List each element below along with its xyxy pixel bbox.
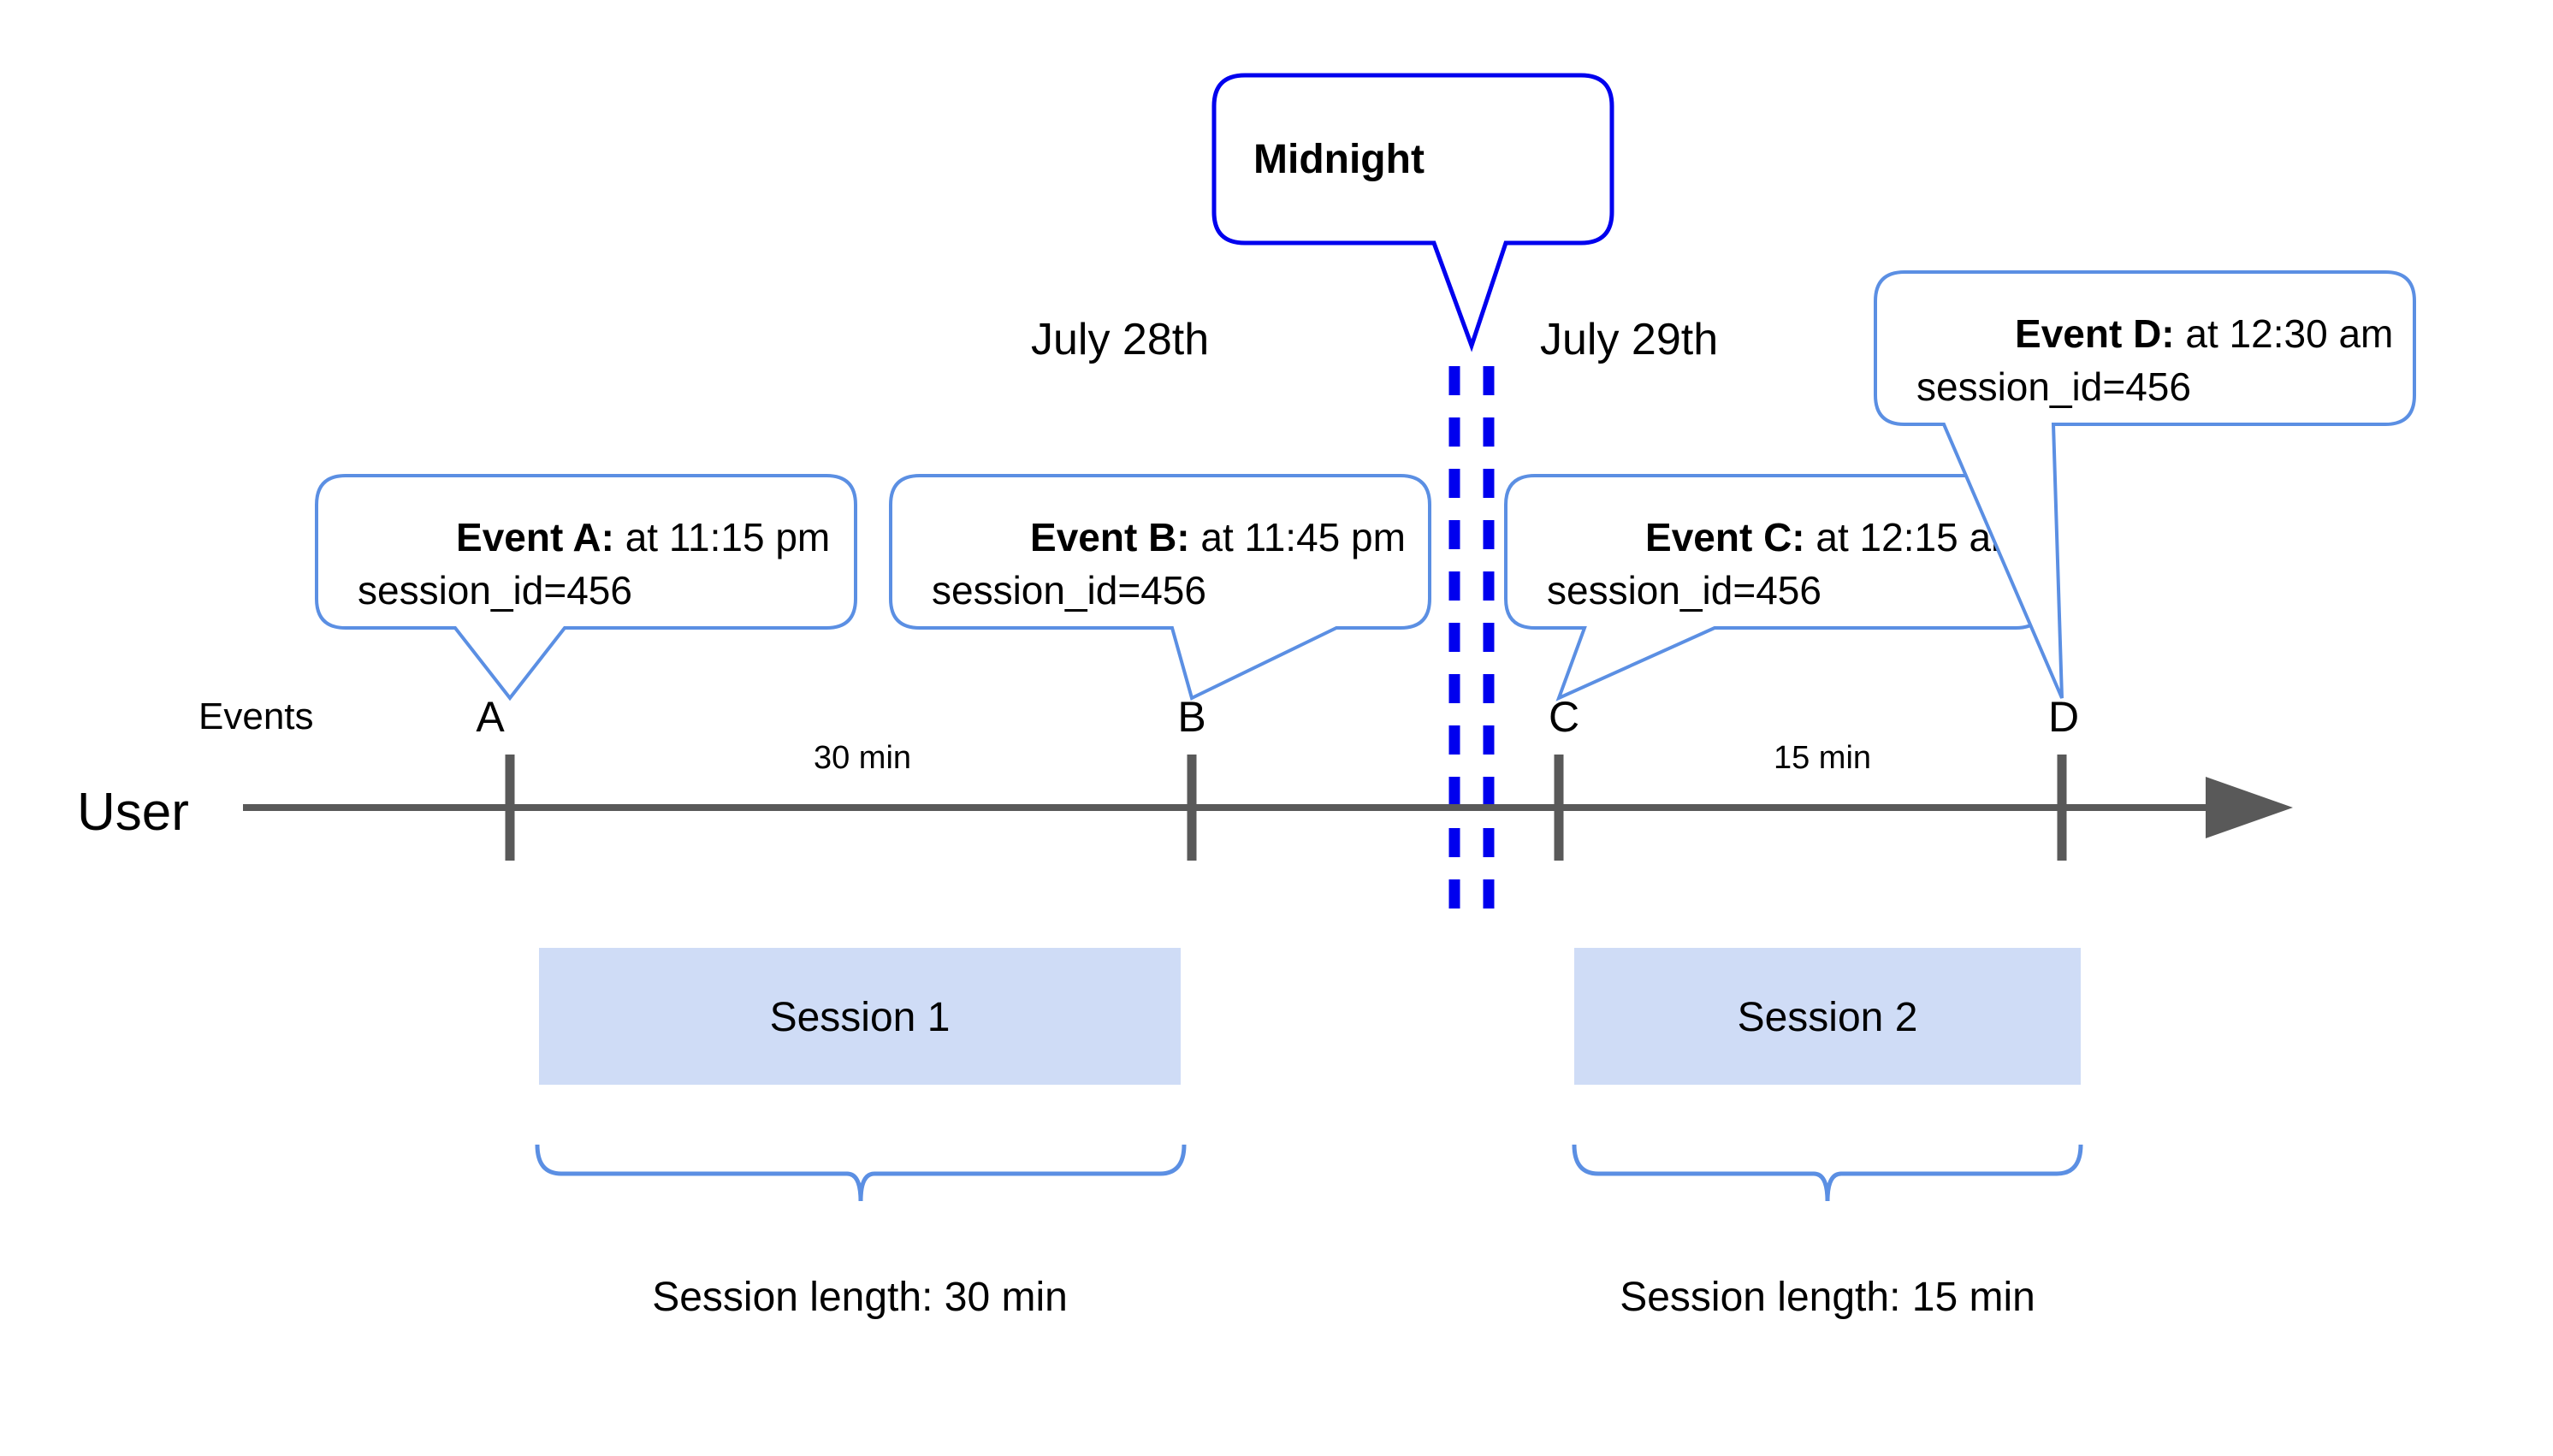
event-callout-a-line2: session_id=456 — [358, 568, 632, 613]
session-bar-2-label: Session 2 — [1738, 995, 1918, 1040]
event-callout-c[interactable]: Event C: at 12:15 am session_id=456 — [1504, 474, 2100, 701]
midnight-divider — [1448, 366, 1495, 922]
event-callout-d-rest: at 12:30 am — [2175, 311, 2394, 356]
session-bar-2[interactable]: Session 2 — [1574, 948, 2081, 1085]
marker-label-b: B — [1177, 693, 1205, 741]
session-length-1: Session length: 30 min — [535, 1144, 1187, 1320]
date-label-july-28: July 28th — [1031, 315, 1209, 364]
events-lane-label: Events — [198, 695, 314, 737]
date-label-july-29: July 29th — [1540, 315, 1718, 364]
event-callout-b-line1: Event B: at 11:45 pm — [932, 515, 1482, 559]
user-lane-label: User — [77, 783, 189, 842]
session-bar-1-label: Session 1 — [770, 995, 951, 1040]
session-bar-2-rect — [1574, 948, 2081, 1085]
duration-label-15-min: 15 min — [1774, 740, 1871, 776]
event-callout-b-bold: Event B: — [1030, 515, 1190, 559]
event-callout-c-bold: Event C: — [1645, 515, 1805, 559]
session-length-label-2: Session length: 15 min — [1620, 1275, 2035, 1320]
event-callout-a-rest: at 11:15 pm — [614, 515, 830, 559]
event-callout-d-line1: Event D: at 12:30 am — [1916, 311, 2470, 356]
event-callout-a-bold: Event A: — [456, 515, 614, 559]
marker-label-a: A — [476, 693, 505, 741]
timeline-axis — [243, 755, 2293, 861]
midnight-callout-box — [1211, 73, 1614, 352]
session-brace-2 — [1572, 1144, 2083, 1202]
event-callout-b-rest: at 11:45 pm — [1190, 515, 1406, 559]
timeline-arrow-icon — [2206, 777, 2293, 838]
event-callout-c-line2: session_id=456 — [1547, 568, 1821, 613]
event-callout-a-box — [315, 474, 857, 701]
event-callout-d-bold: Event D: — [2015, 311, 2175, 356]
midnight-label: Midnight — [1253, 137, 1425, 182]
event-callout-d[interactable]: Event D: at 12:30 am session_id=456 — [1874, 270, 2470, 699]
event-callout-a-line1: Event A: at 11:15 pm — [358, 515, 907, 559]
event-callout-a[interactable]: Event A: at 11:15 pm session_id=456 — [315, 474, 907, 701]
event-callout-b-box — [889, 474, 1431, 701]
session-bar-1-rect — [539, 948, 1181, 1085]
event-callout-d-box — [1874, 270, 2416, 699]
session-length-label-1: Session length: 30 min — [652, 1275, 1068, 1320]
event-callout-b-line2: session_id=456 — [932, 568, 1206, 613]
midnight-callout[interactable]: Midnight — [1211, 73, 1614, 352]
event-callout-d-line2: session_id=456 — [1916, 364, 2191, 409]
marker-label-d: D — [2048, 693, 2079, 741]
session-bar-1[interactable]: Session 1 — [539, 948, 1181, 1085]
event-callout-b[interactable]: Event B: at 11:45 pm session_id=456 — [889, 474, 1482, 701]
duration-label-30-min: 30 min — [814, 740, 911, 776]
marker-label-c: C — [1549, 693, 1579, 741]
session-brace-1 — [535, 1144, 1187, 1202]
session-length-2: Session length: 15 min — [1572, 1144, 2083, 1320]
